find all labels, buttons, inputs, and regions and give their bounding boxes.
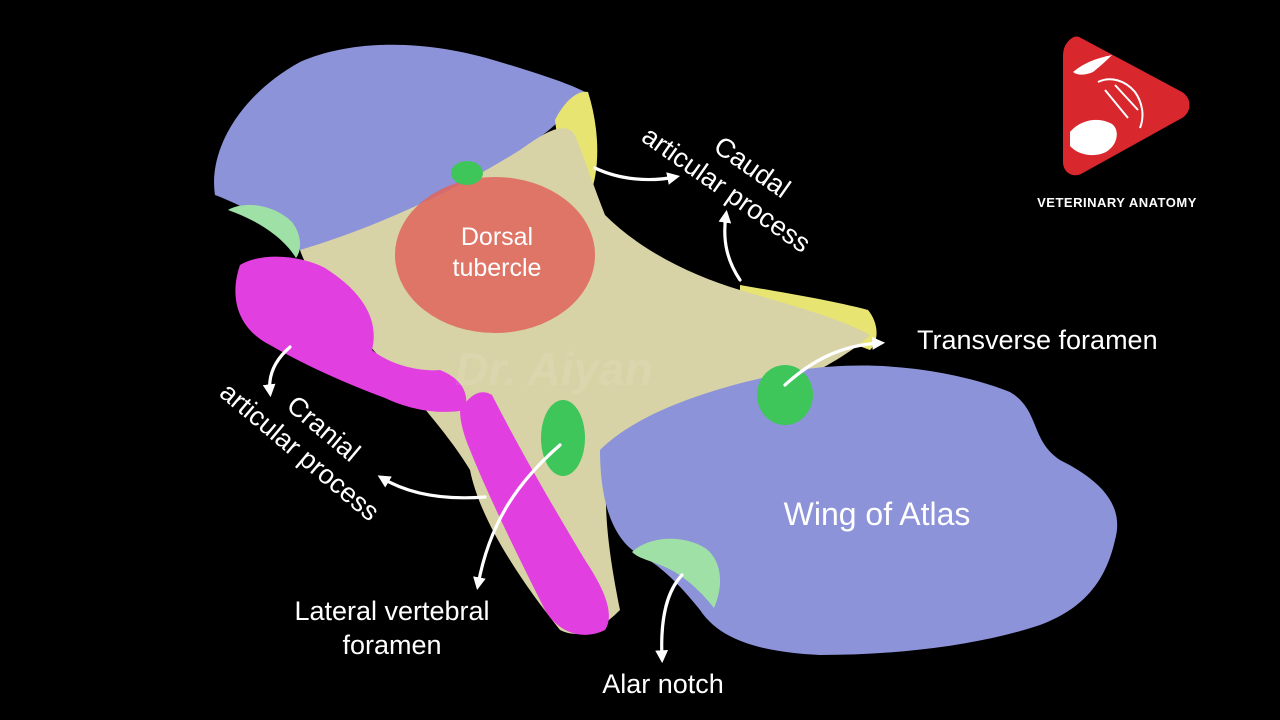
arrow-cranial-2 — [377, 475, 487, 500]
arrow-caudal-1 — [593, 166, 681, 185]
label-lateral-line2: foramen — [342, 630, 441, 660]
label-dorsal-line1: Dorsal — [461, 223, 533, 251]
bird-icon — [1073, 55, 1112, 75]
label-wing-of-atlas: Wing of Atlas — [784, 496, 971, 532]
arrow-lateral — [473, 443, 562, 591]
foramen-upper — [451, 161, 483, 185]
label-dorsal-line2: tubercle — [453, 254, 542, 282]
transverse-foramen-area — [757, 365, 813, 425]
brand-logo — [1063, 36, 1190, 176]
wing-of-atlas-area — [600, 365, 1118, 655]
label-transverse-foramen: Transverse foramen — [917, 325, 1158, 355]
dorsal-tubercle-area — [395, 177, 595, 333]
horse-icon — [1097, 78, 1144, 129]
alar-notch-area — [632, 538, 721, 608]
arrow-cranial-1 — [262, 345, 292, 398]
label-alar-notch: Alar notch — [602, 669, 724, 699]
arrow-alar — [655, 573, 684, 664]
cranial-articular-lower-area — [460, 392, 609, 635]
cranial-articular-process-area — [235, 256, 467, 412]
arrow-caudal-2 — [718, 209, 742, 282]
brand-name: VETERINARY ANATOMY — [1037, 195, 1197, 210]
lateral-vertebral-foramen-area — [541, 400, 585, 476]
wing-left — [214, 44, 585, 251]
dog-icon — [1070, 119, 1117, 156]
watermark: Dr. Aiyan — [455, 343, 653, 395]
label-lateral-line1: Lateral vertebral — [294, 596, 489, 626]
alar-notch-upper — [228, 204, 301, 258]
arrow-transverse — [783, 336, 886, 387]
